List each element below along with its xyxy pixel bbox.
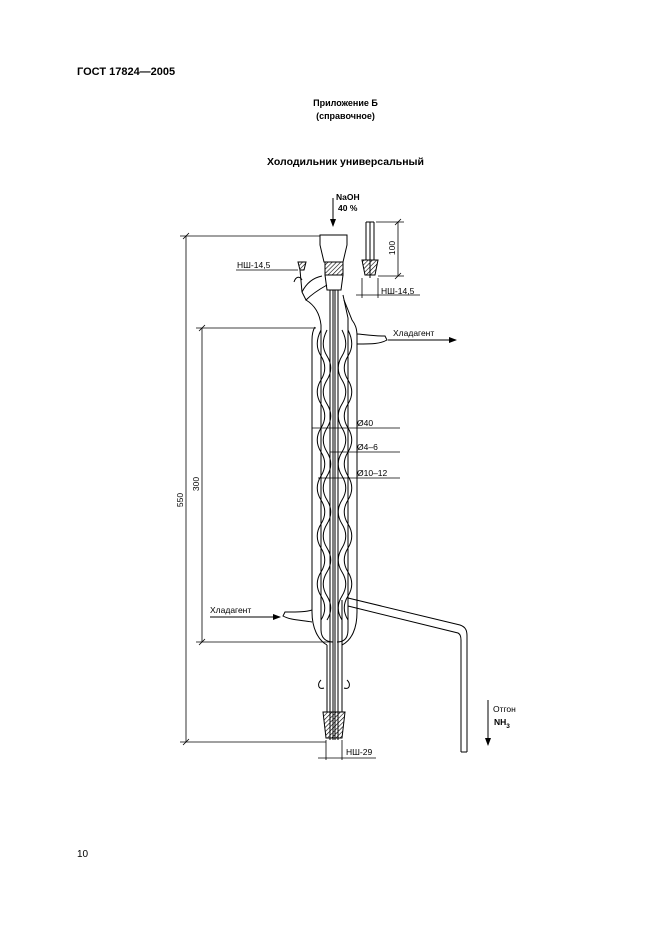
central-tube bbox=[318, 290, 350, 740]
distillate-label-1: Отгон bbox=[493, 704, 516, 714]
coolant-out-label: Хладагент bbox=[393, 328, 434, 338]
appendix-heading: Приложение Б (справочное) bbox=[0, 97, 661, 123]
top-stopper bbox=[361, 221, 379, 278]
dim-jacket: 300 bbox=[191, 477, 201, 491]
dim-d10-12: Ø10–12 bbox=[357, 468, 388, 478]
reagent-label-2: 40 % bbox=[338, 203, 358, 213]
dim-total-height: 550 bbox=[175, 493, 185, 507]
reagent-label-1: NaOH bbox=[336, 192, 360, 202]
appendix-type: (справочное) bbox=[316, 111, 375, 121]
coolant-in-label: Хладагент bbox=[210, 605, 251, 615]
distillate-label-2: NH3 bbox=[494, 717, 510, 730]
dimensions bbox=[180, 218, 420, 760]
page-number: 10 bbox=[77, 849, 89, 860]
outer-jacket bbox=[282, 294, 388, 646]
outlet-tube bbox=[347, 597, 468, 753]
labels: NaOH 40 % НШ-14,5 НШ-14,5 Хладагент Хлад… bbox=[175, 192, 516, 757]
appendix-title: Приложение Б bbox=[313, 98, 378, 108]
figure-title: Холодильник универсальный bbox=[267, 156, 424, 168]
flow-arrows bbox=[210, 198, 491, 746]
side-joint-label: НШ-14,5 bbox=[237, 260, 271, 270]
standard-number: ГОСТ 17824—2005 bbox=[77, 66, 176, 78]
top-joint-label: НШ-14,5 bbox=[381, 286, 415, 296]
bottom-joint-label: НШ-29 bbox=[346, 747, 372, 757]
dim-top-stopper: 100 bbox=[387, 241, 397, 255]
top-socket bbox=[319, 234, 348, 291]
dim-d4-6: Ø4–6 bbox=[357, 442, 378, 452]
dim-d40: Ø40 bbox=[357, 418, 373, 428]
inner-coil bbox=[316, 329, 353, 621]
side-arm bbox=[293, 261, 328, 326]
